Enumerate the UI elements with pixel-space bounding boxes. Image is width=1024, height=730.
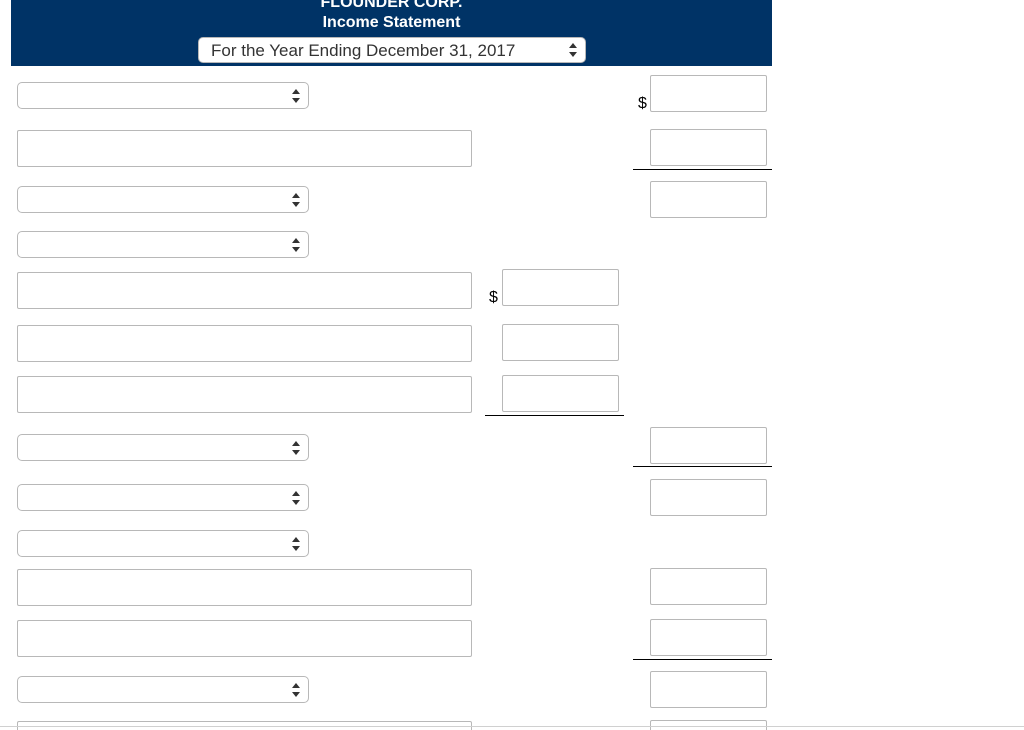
dollar-sign: $ xyxy=(489,289,498,306)
up-down-arrows-icon xyxy=(292,88,300,103)
subtotal-rule xyxy=(633,659,772,660)
account-select[interactable] xyxy=(17,82,309,109)
dollar-sign: $ xyxy=(638,95,647,112)
subtotal-rule xyxy=(633,466,772,467)
amount-input[interactable] xyxy=(650,427,767,464)
amount-input[interactable] xyxy=(502,269,619,306)
period-select[interactable]: For the Year Ending December 31, 2017 xyxy=(198,37,586,63)
account-text-input[interactable] xyxy=(17,569,472,606)
statement-title: Income Statement xyxy=(322,14,461,31)
up-down-arrows-icon xyxy=(569,43,577,57)
up-down-arrows-icon xyxy=(292,490,300,505)
subtotal-rule xyxy=(485,415,624,416)
account-select[interactable] xyxy=(17,186,309,213)
account-text-input[interactable] xyxy=(17,721,472,730)
page-divider xyxy=(0,726,1024,727)
account-select[interactable] xyxy=(17,484,309,511)
account-select[interactable] xyxy=(17,530,309,557)
amount-input[interactable] xyxy=(650,181,767,218)
amount-input[interactable] xyxy=(502,375,619,412)
amount-input[interactable] xyxy=(650,75,767,112)
period-select-value: For the Year Ending December 31, 2017 xyxy=(211,41,516,60)
amount-input[interactable] xyxy=(650,479,767,516)
company-name: FLOUNDER CORP. xyxy=(320,0,463,11)
amount-input[interactable] xyxy=(650,619,767,656)
account-text-input[interactable] xyxy=(17,376,472,413)
account-select[interactable] xyxy=(17,231,309,258)
statement-header: FLOUNDER CORP. Income Statement For the … xyxy=(11,0,772,66)
up-down-arrows-icon xyxy=(292,682,300,697)
account-text-input[interactable] xyxy=(17,325,472,362)
amount-input[interactable] xyxy=(650,568,767,605)
up-down-arrows-icon xyxy=(292,237,300,252)
account-text-input[interactable] xyxy=(17,130,472,167)
up-down-arrows-icon xyxy=(292,192,300,207)
subtotal-rule xyxy=(633,169,772,170)
account-select[interactable] xyxy=(17,676,309,703)
amount-input[interactable] xyxy=(502,324,619,361)
up-down-arrows-icon xyxy=(292,440,300,455)
amount-input[interactable] xyxy=(650,129,767,166)
account-text-input[interactable] xyxy=(17,272,472,309)
account-select[interactable] xyxy=(17,434,309,461)
amount-input[interactable] xyxy=(650,671,767,708)
up-down-arrows-icon xyxy=(292,536,300,551)
amount-input[interactable] xyxy=(650,720,767,730)
account-text-input[interactable] xyxy=(17,620,472,657)
